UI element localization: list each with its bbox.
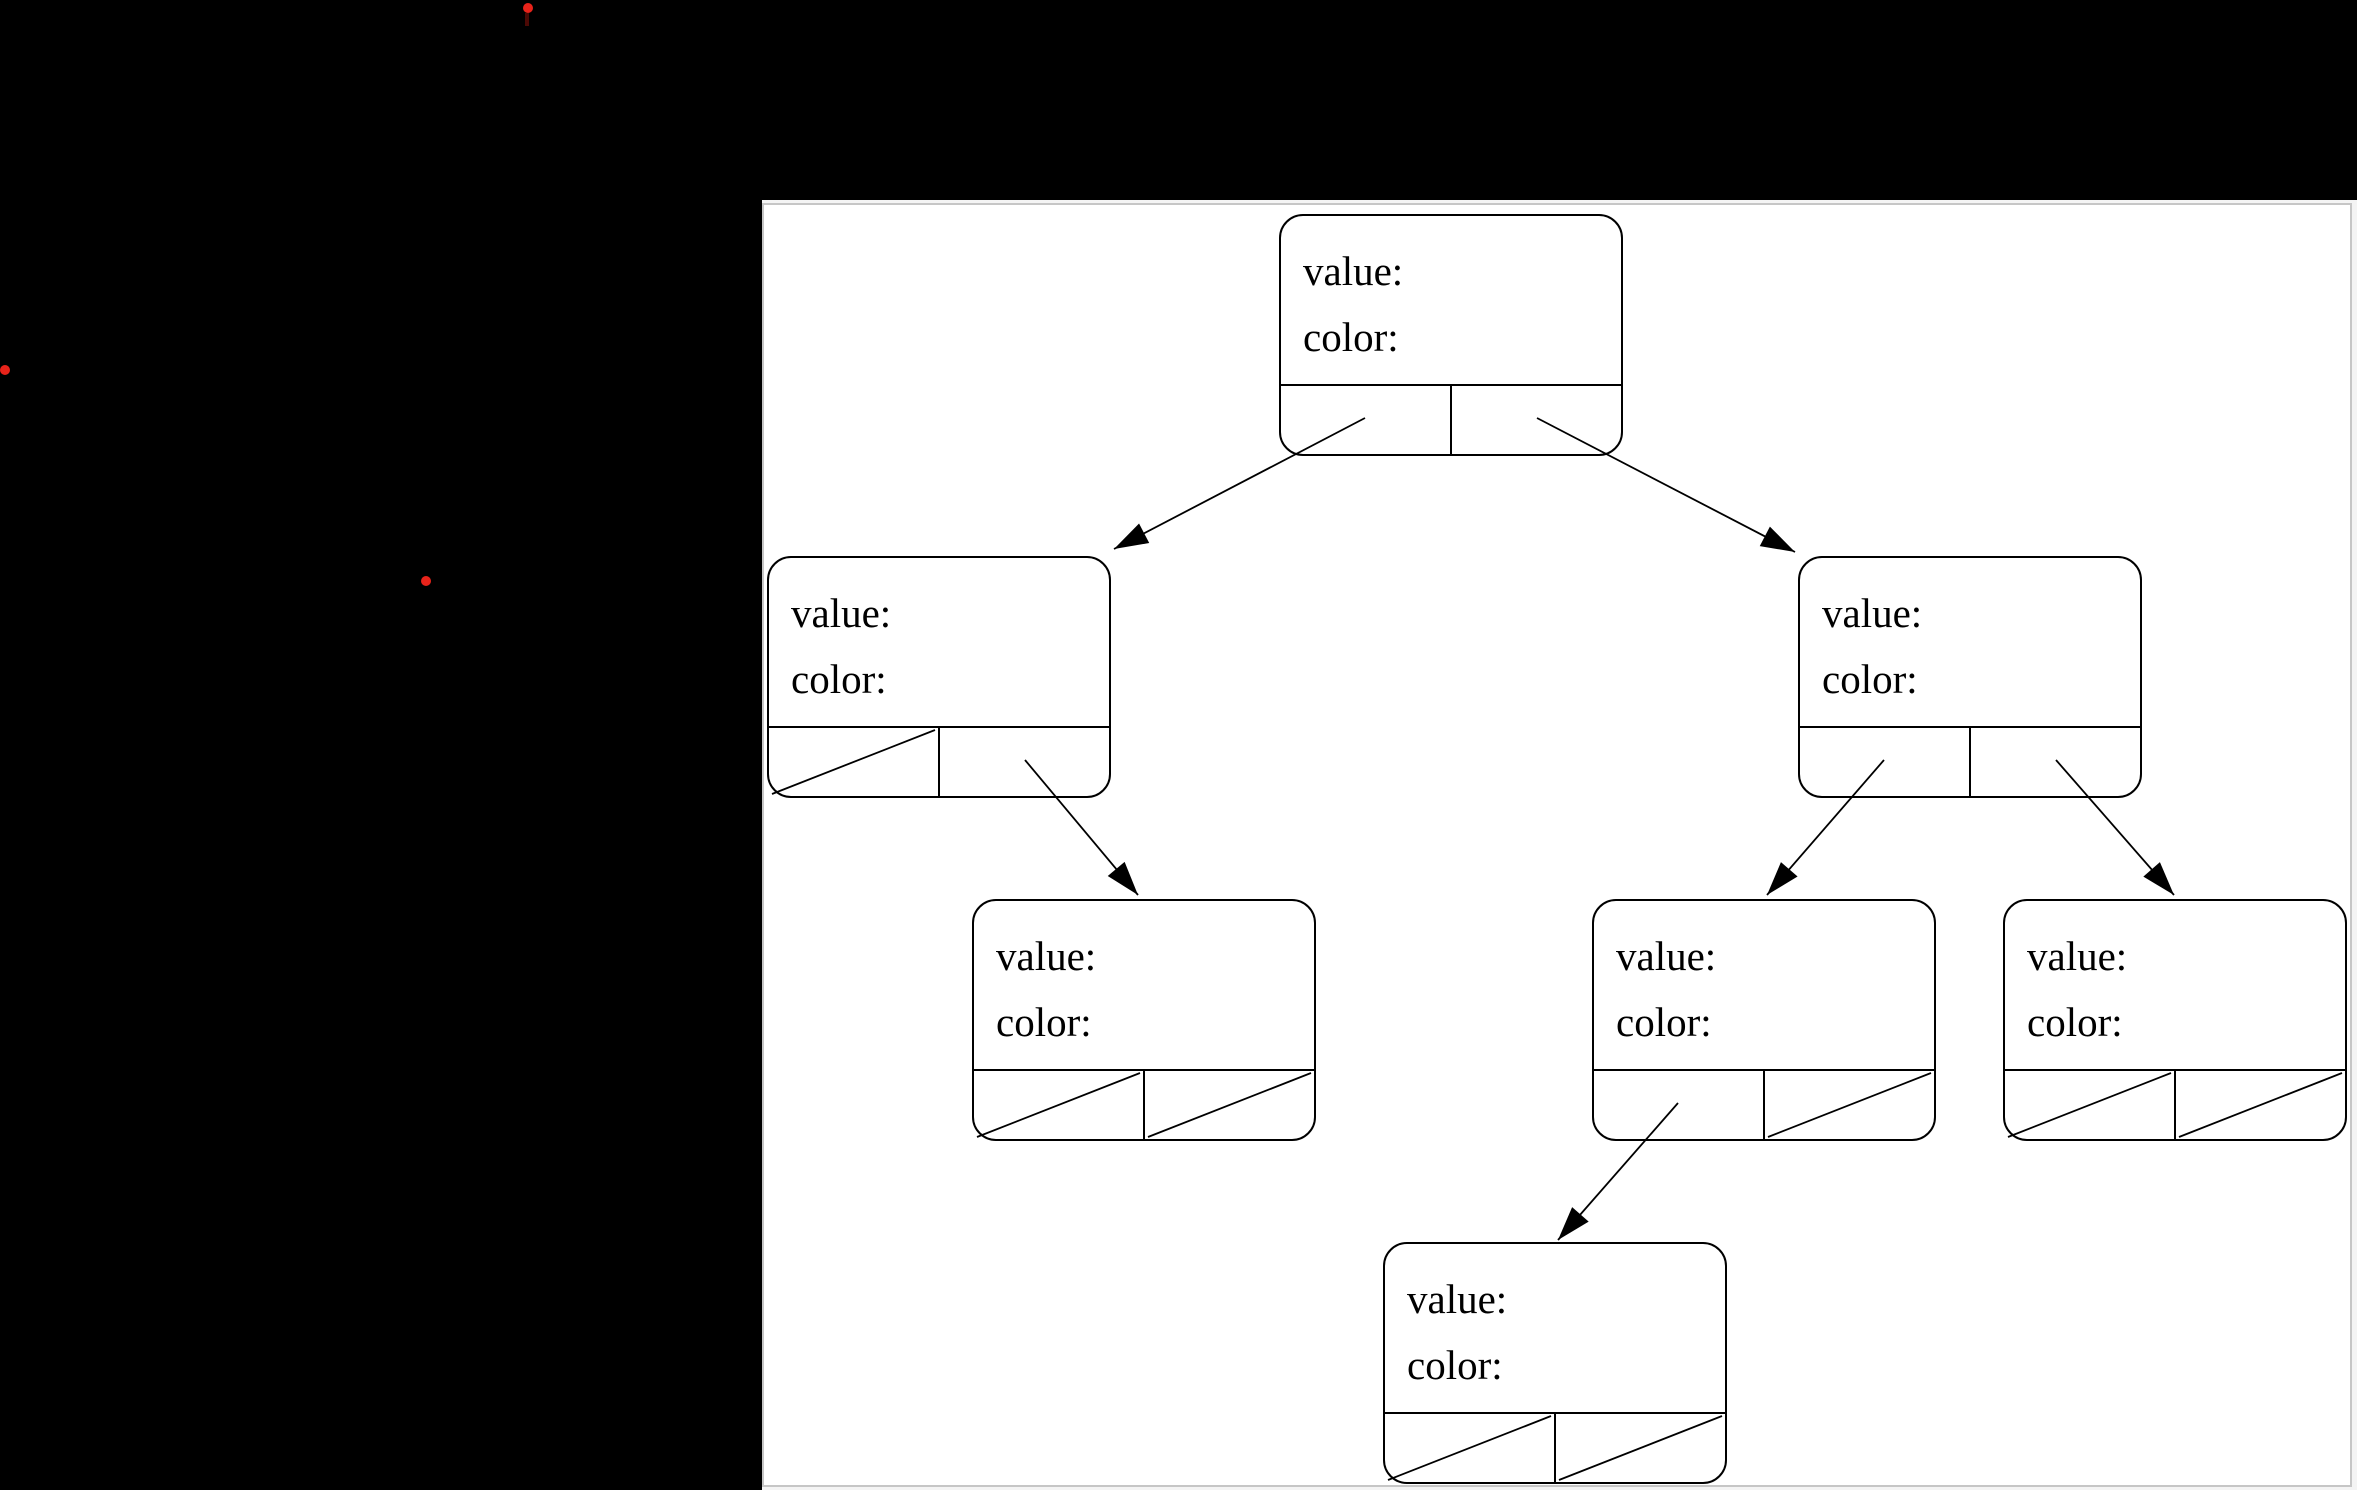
color-field-label: color: bbox=[1407, 1342, 1503, 1388]
value-field-label: value: bbox=[2027, 933, 2128, 979]
color-field-label: color: bbox=[1303, 314, 1399, 360]
left-pointer-cell bbox=[1385, 1414, 1556, 1482]
value-field-label: value: bbox=[996, 933, 1097, 979]
node-fields: value: color: bbox=[1800, 558, 2140, 726]
right-pointer-cell bbox=[1765, 1071, 1934, 1139]
pointer-cells bbox=[2005, 1069, 2345, 1139]
node-fields: value: color: bbox=[1385, 1244, 1725, 1412]
right-pointer-cell bbox=[1556, 1414, 1725, 1482]
left-pointer-cell bbox=[2005, 1071, 2176, 1139]
null-pointer-diagonal bbox=[976, 1072, 1141, 1138]
null-pointer-diagonal bbox=[1387, 1415, 1552, 1481]
color-field-label: color: bbox=[1616, 999, 1712, 1045]
node-fields: value: color: bbox=[2005, 901, 2345, 1069]
null-pointer-diagonal bbox=[2007, 1072, 2172, 1138]
left-pointer-cell bbox=[769, 728, 940, 796]
pointer-cells bbox=[1594, 1069, 1934, 1139]
pointer-cells bbox=[1281, 384, 1621, 454]
tree-node-right-left-left: value: color: bbox=[1383, 1242, 1727, 1484]
color-field-label: color: bbox=[791, 656, 887, 702]
diagram-panel[interactable]: value: color: value: color: bbox=[762, 200, 2357, 1490]
null-pointer-diagonal bbox=[1767, 1072, 1932, 1138]
node-fields: value: color: bbox=[769, 558, 1109, 726]
tree-node-left-right: value: color: bbox=[972, 899, 1316, 1141]
null-pointer-diagonal bbox=[771, 729, 936, 795]
value-field-label: value: bbox=[1407, 1276, 1508, 1322]
right-pointer-cell bbox=[2176, 1071, 2345, 1139]
tree-diagram-canvas: value: color: value: color: bbox=[764, 205, 2350, 1485]
value-field-label: value: bbox=[1822, 590, 1923, 636]
left-pointer-cell bbox=[1281, 386, 1452, 454]
red-annotation-dot bbox=[523, 3, 533, 13]
left-pointer-cell bbox=[974, 1071, 1145, 1139]
left-pointer-cell bbox=[1800, 728, 1971, 796]
color-field-label: color: bbox=[1822, 656, 1918, 702]
pointer-cells bbox=[1800, 726, 2140, 796]
tree-node-right: value: color: bbox=[1798, 556, 2142, 798]
node-fields: value: color: bbox=[1594, 901, 1934, 1069]
right-pointer-cell bbox=[1145, 1071, 1314, 1139]
node-fields: value: color: bbox=[1281, 216, 1621, 384]
right-pointer-cell bbox=[1971, 728, 2140, 796]
red-annotation-dot bbox=[421, 576, 431, 586]
right-pointer-cell bbox=[940, 728, 1109, 796]
tree-node-left: value: color: bbox=[767, 556, 1111, 798]
node-fields: value: color: bbox=[974, 901, 1314, 1069]
null-pointer-diagonal bbox=[1558, 1415, 1723, 1481]
tree-node-root: value: color: bbox=[1279, 214, 1623, 456]
value-field-label: value: bbox=[1616, 933, 1717, 979]
red-dot-trail bbox=[525, 13, 529, 26]
value-field-label: value: bbox=[791, 590, 892, 636]
null-pointer-diagonal bbox=[2178, 1072, 2343, 1138]
diagram-frame: value: color: value: color: bbox=[762, 203, 2352, 1487]
pointer-cells bbox=[769, 726, 1109, 796]
value-field-label: value: bbox=[1303, 248, 1404, 294]
right-pointer-cell bbox=[1452, 386, 1621, 454]
tree-node-right-right: value: color: bbox=[2003, 899, 2347, 1141]
pointer-cells bbox=[974, 1069, 1314, 1139]
pointer-cells bbox=[1385, 1412, 1725, 1482]
color-field-label: color: bbox=[2027, 999, 2123, 1045]
tree-node-right-left: value: color: bbox=[1592, 899, 1936, 1141]
color-field-label: color: bbox=[996, 999, 1092, 1045]
null-pointer-diagonal bbox=[1147, 1072, 1312, 1138]
red-annotation-dot bbox=[0, 365, 10, 375]
left-pointer-cell bbox=[1594, 1071, 1765, 1139]
